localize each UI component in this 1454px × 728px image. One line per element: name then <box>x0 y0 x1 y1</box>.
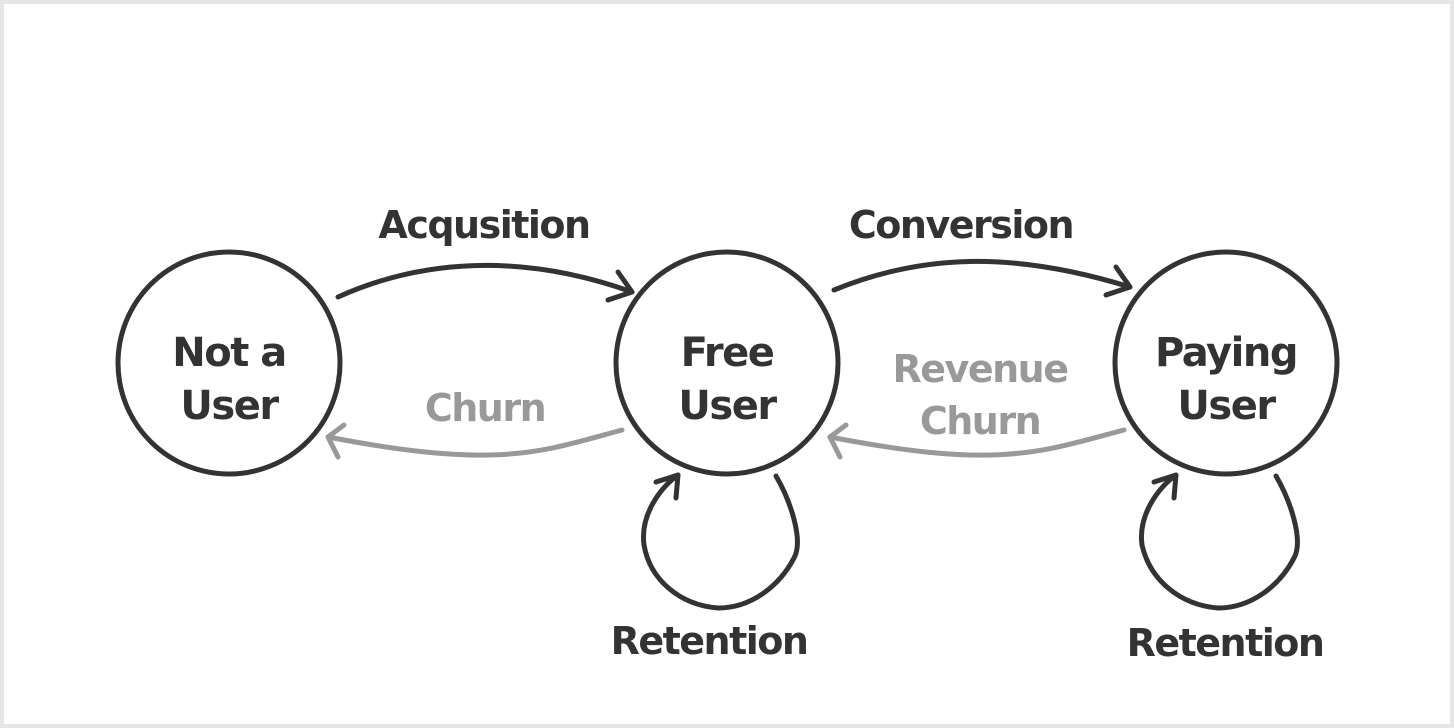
paying-retention-label: Retention <box>1127 621 1324 665</box>
node-free-user-label-line1: Free <box>681 330 774 376</box>
node-free-user-circle <box>613 249 841 477</box>
edge-conversion: Conversion <box>831 203 1133 298</box>
paying-retention-arrowhead-icon <box>1151 472 1179 501</box>
acquisition-arrowhead-icon <box>605 269 635 303</box>
diagram-canvas <box>4 4 1450 724</box>
node-free-user: Free User <box>613 249 841 477</box>
churn-arrowhead-icon <box>325 422 347 460</box>
node-paying-user-label-line1: Paying <box>1155 330 1297 376</box>
conversion-arrow <box>831 259 1133 293</box>
conversion-arrowhead-icon <box>1103 264 1133 298</box>
edge-free-retention: Retention <box>611 472 809 663</box>
revenue-churn-arrow <box>827 427 1127 458</box>
edge-acquisition: Acqusition <box>335 203 635 303</box>
edge-paying-retention: Retention <box>1127 472 1325 665</box>
acquisition-arrow <box>335 262 635 300</box>
node-paying-user-circle <box>1112 249 1340 477</box>
node-free-user-label-line2: User <box>678 383 777 429</box>
free-retention-label: Retention <box>611 619 808 663</box>
revenue-churn-arrowhead-icon <box>827 422 849 460</box>
node-paying-user: Paying User <box>1112 249 1340 477</box>
paying-retention-loop <box>1138 472 1300 611</box>
edge-churn: Churn <box>325 386 625 460</box>
revenue-churn-label-line1: Revenue <box>893 347 1068 391</box>
churn-label: Churn <box>425 386 545 430</box>
free-retention-arrowhead-icon <box>653 472 681 501</box>
revenue-churn-label-line2: Churn <box>920 399 1040 443</box>
acquisition-label: Acqusition <box>378 203 589 247</box>
node-paying-user-label-line2: User <box>1177 383 1276 429</box>
conversion-label: Conversion <box>849 203 1073 247</box>
churn-arrow <box>325 427 625 458</box>
node-not-a-user: Not a User <box>115 249 343 477</box>
free-retention-loop <box>640 472 800 611</box>
edge-revenue-churn: Revenue Churn <box>827 347 1127 460</box>
node-not-a-user-circle <box>115 249 343 477</box>
node-not-a-user-label-line1: Not a <box>172 330 286 376</box>
node-not-a-user-label-line2: User <box>180 383 279 429</box>
